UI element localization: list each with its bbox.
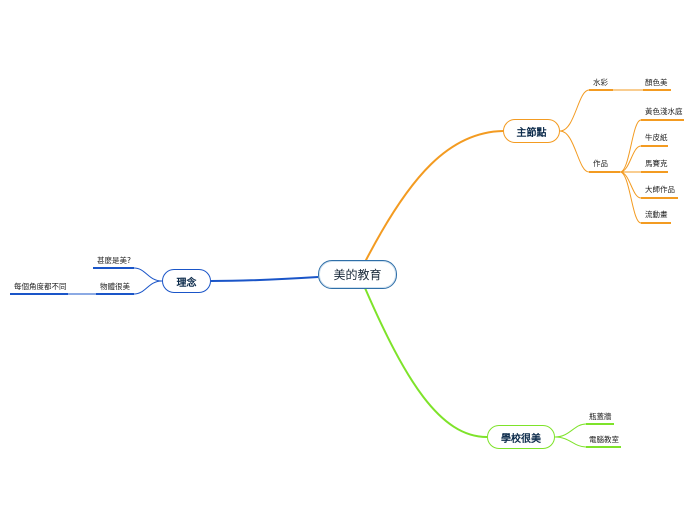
connector-center-linian xyxy=(210,276,319,282)
subtopic-zuopin[interactable]: 作品 xyxy=(593,159,608,168)
subtopic-zuopin-item[interactable]: 馬賽克 xyxy=(645,159,668,168)
subtopic-zuopin-item[interactable]: 黃色淺水庭 xyxy=(645,107,683,116)
topic-linian[interactable]: 理念 xyxy=(162,269,211,293)
topic-zhu-jiedian[interactable]: 主節點 xyxy=(503,119,560,143)
connector-center-zhu xyxy=(364,130,504,263)
subtopic-shuicai[interactable]: 水彩 xyxy=(593,78,608,87)
subtopic-zuopin-item[interactable]: 流動畫 xyxy=(645,210,668,219)
subtopic-xuexiao-item[interactable]: 電腦教室 xyxy=(589,435,619,444)
subtopic-zuopin-item[interactable]: 大師作品 xyxy=(645,185,675,194)
subtopic-linian-item[interactable]: 物體很美 xyxy=(100,282,130,291)
connector-center-xuexiao xyxy=(364,287,488,438)
center-topic[interactable]: 美的教育 xyxy=(318,260,397,289)
subtopic-zuopin-item[interactable]: 牛皮紙 xyxy=(645,133,668,142)
topic-xuexiao[interactable]: 學校很美 xyxy=(487,425,555,449)
subtopic-linian-item[interactable]: 甚麼是美? xyxy=(97,256,131,265)
subtopic-xuexiao-item[interactable]: 瓶蓋牆 xyxy=(589,412,612,421)
subtopic-yansemei[interactable]: 顏色美 xyxy=(645,78,668,87)
subtopic-linian-grandchild[interactable]: 每個角度都不同 xyxy=(14,282,67,291)
